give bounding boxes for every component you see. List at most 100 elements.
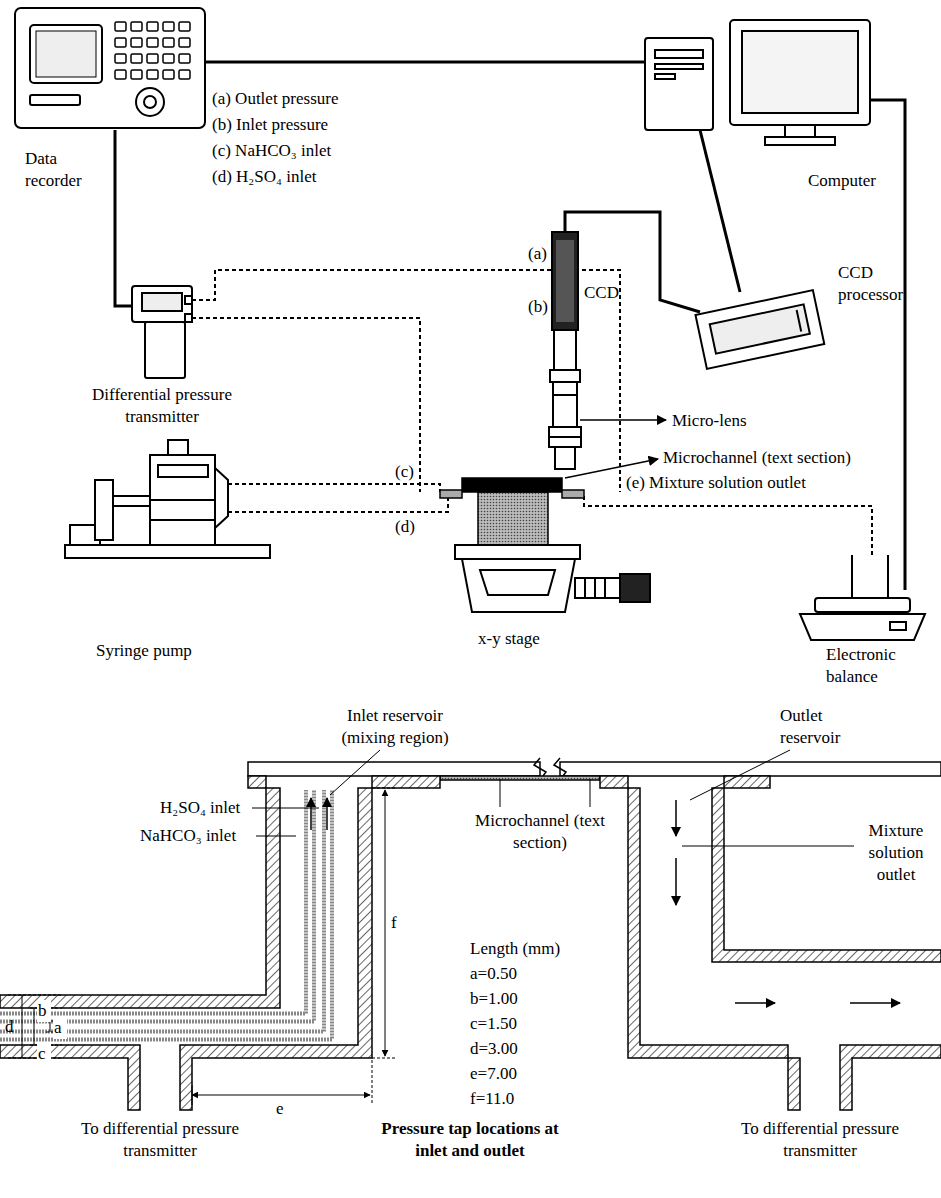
computer-tower <box>655 64 703 69</box>
micro-lens <box>554 330 576 370</box>
ccd-camera <box>556 240 574 322</box>
syringe-pump <box>65 440 270 558</box>
syringe-pump <box>113 496 150 506</box>
line-tag: (c) <box>395 461 435 483</box>
x-y-stage <box>455 545 580 559</box>
data-recorder-device <box>30 25 102 83</box>
dimension-letter: f <box>390 912 406 934</box>
signal-wire <box>115 62 905 590</box>
button-grid <box>179 70 190 79</box>
inlet-tube <box>0 790 332 1040</box>
button-grid <box>147 38 158 47</box>
signal-wire <box>205 61 650 64</box>
dimension-table: a=0.50 <box>470 963 600 985</box>
dimension-letter: e <box>276 1098 290 1120</box>
syringe-pump <box>215 468 228 528</box>
computer-monitor <box>785 125 815 137</box>
button-grid <box>163 54 174 63</box>
part-name: H₂SO₄ inlet <box>160 797 260 819</box>
micro-lens <box>555 447 575 469</box>
computer-tower <box>655 50 703 58</box>
pointer-arrow <box>580 419 666 421</box>
computer-monitor <box>765 137 835 145</box>
dimension-table: b=1.00 <box>470 988 600 1010</box>
leader-line <box>682 846 854 847</box>
device-name: Syringe pump <box>96 640 246 662</box>
computer-monitor <box>730 20 870 145</box>
computer-tower <box>645 38 713 130</box>
dimension-table: e=7.00 <box>470 1063 600 1085</box>
device-name: Electronic balance <box>826 644 926 688</box>
dimension-line <box>34 1008 35 1045</box>
device-name: Data recorder <box>25 148 105 192</box>
micro-lens <box>549 427 581 447</box>
hatched-wall <box>840 1045 941 1110</box>
flow-arrow <box>675 800 677 836</box>
hatched-wall <box>372 776 440 788</box>
x-y-stage <box>575 578 620 598</box>
pressure-transmitter <box>142 293 182 311</box>
hatched-wall <box>712 788 941 962</box>
button-grid <box>131 70 142 79</box>
line-key: (b) Inlet pressure <box>212 114 432 136</box>
data-recorder-device <box>30 95 80 105</box>
button-grid <box>147 22 158 31</box>
tubing-line <box>192 318 420 492</box>
button-grid <box>131 38 142 47</box>
hatched-wall <box>0 776 941 1110</box>
tubing-line <box>228 498 448 512</box>
x-y-stage <box>455 545 650 612</box>
signal-wire <box>565 212 700 312</box>
button-grid <box>115 38 126 47</box>
button-grid <box>163 22 174 31</box>
leader-line <box>690 750 790 800</box>
syringe-pump <box>150 455 215 545</box>
tubing-line <box>228 484 440 492</box>
electronic-balance <box>890 622 906 630</box>
dimension-line <box>372 1060 373 1105</box>
dimension-line <box>192 1085 193 1105</box>
cover-plate <box>440 776 600 780</box>
part-name: Mixture solution outlet <box>856 820 936 886</box>
inlet-tube <box>0 790 314 1022</box>
ccd-camera <box>552 232 578 330</box>
line-key: (d) H₂SO₄ inlet <box>212 166 432 188</box>
tap-note: To differential pressure transmitter <box>60 1118 260 1162</box>
computer-monitor <box>730 20 870 125</box>
microchannel-chip <box>478 492 548 545</box>
dimension-line <box>385 790 386 1056</box>
button-grid <box>147 70 158 79</box>
computer-tower <box>645 38 713 130</box>
microchannel-chip <box>562 490 584 498</box>
x-y-stage <box>584 578 586 598</box>
tap-note: To differential pressure transmitter <box>720 1118 920 1162</box>
dimension-line <box>192 1095 370 1096</box>
syringe-pump <box>95 480 113 540</box>
data-recorder-device <box>15 8 205 128</box>
hatched-wall <box>0 1045 140 1110</box>
line-tag: (d) <box>395 516 435 538</box>
micro-lens <box>550 370 580 382</box>
pressure-transmitter <box>132 286 192 378</box>
inlet-tube <box>0 790 306 1014</box>
pointer-arrow <box>565 420 666 478</box>
ccd-processor <box>797 310 802 332</box>
hatched-wall <box>0 788 280 1008</box>
x-y-stage <box>480 570 555 595</box>
dimension-table: c=1.50 <box>470 1013 600 1035</box>
dimension-table: Length (mm) <box>470 938 600 960</box>
device-name: x-y stage <box>478 628 588 650</box>
part-name: Inlet reservoir (mixing region) <box>320 705 470 749</box>
dimension-letter: a <box>53 1017 67 1039</box>
data-recorder-device <box>36 31 96 77</box>
button-grid <box>115 22 126 31</box>
cover-plate <box>560 762 941 776</box>
hatched-wall <box>600 776 628 788</box>
device-name: Micro-lens <box>672 410 782 432</box>
flow-arrow <box>850 1002 900 1004</box>
leader-line <box>252 808 319 809</box>
button-grid <box>115 22 190 79</box>
button-grid <box>163 38 174 47</box>
dimension-table: f=11.0 <box>470 1088 600 1110</box>
ccd-processor <box>695 290 824 369</box>
